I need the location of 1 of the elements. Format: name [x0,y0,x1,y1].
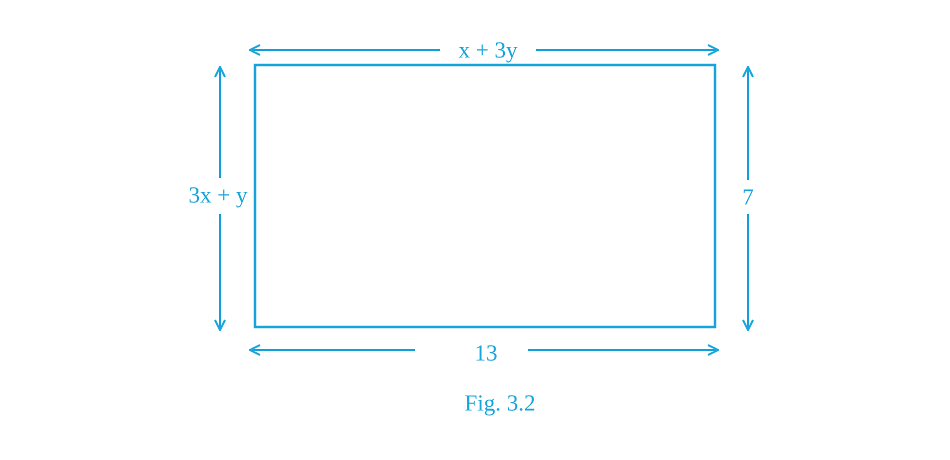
rectangle [254,64,716,328]
